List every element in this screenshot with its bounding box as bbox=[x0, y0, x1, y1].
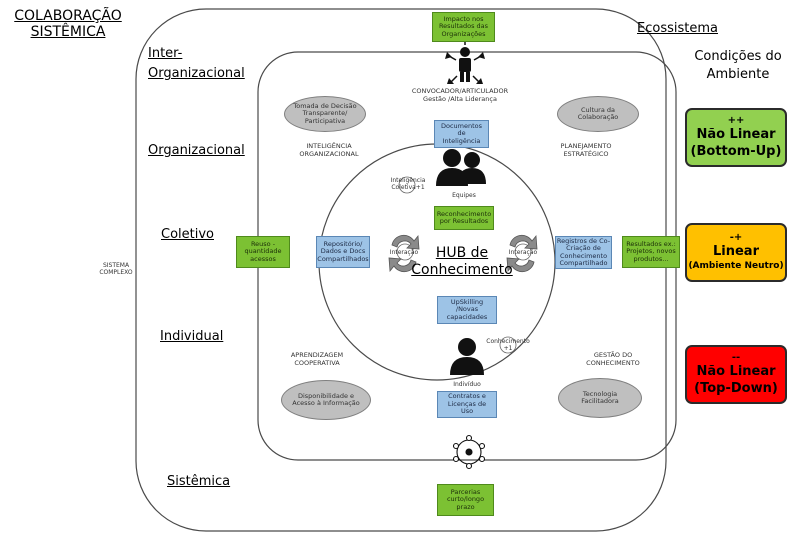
box-partnerships: Parcerias curto/longo prazo bbox=[437, 484, 494, 516]
page-title: COLABORAÇÃO SISTÊMICA bbox=[6, 8, 130, 40]
conditions-title-line1: Condições do bbox=[694, 49, 782, 64]
condition-line1: Não Linear bbox=[696, 127, 776, 142]
network-icon bbox=[452, 434, 486, 470]
individual-icon bbox=[450, 338, 484, 375]
condition-line2: (Top-Down) bbox=[694, 381, 778, 396]
level-organizational: Organizacional bbox=[148, 143, 245, 158]
knowledge-plus-marker bbox=[499, 336, 517, 354]
oval-technology: Tecnologia Facilitadora bbox=[558, 378, 642, 418]
hub-line1: HUB de bbox=[435, 245, 489, 261]
interaction-left-marker bbox=[396, 243, 414, 261]
condition-line1: Linear bbox=[713, 244, 759, 259]
knowledge-plus-line1: Conhecimento bbox=[486, 338, 530, 345]
box-contracts: Contratos e Licenças de Uso bbox=[437, 391, 497, 418]
title-line2: SISTÊMICA bbox=[30, 24, 106, 40]
collective-intel-label: Inteligência Coletiva+1 bbox=[385, 177, 431, 191]
teams-icon bbox=[436, 149, 486, 186]
box-intel-docs: Documentos de Inteligência bbox=[434, 120, 489, 148]
collective-intel-line1: Inteligência bbox=[390, 177, 426, 184]
box-recognition: Reconhecimento por Resultados bbox=[434, 206, 494, 230]
convener-line1: CONVOCADOR/ARTICULADOR bbox=[411, 87, 509, 95]
label-learning: APRENDIZAGEM COOPERATIVA bbox=[290, 351, 344, 367]
hub-line2: Conhecimento bbox=[411, 262, 513, 278]
cycle-icon-right bbox=[506, 234, 538, 273]
box-upskilling: UpSkilling /Novas capacidades bbox=[437, 296, 497, 324]
box-results: Resultados ex.: Projetos, novos produtos… bbox=[622, 236, 680, 268]
condition-card-top-down: -- Não Linear (Top-Down) bbox=[685, 345, 787, 404]
condition-sign: ++ bbox=[727, 115, 745, 126]
box-repository: Repositório/ Dados e Docs Compartilhados bbox=[316, 236, 370, 268]
oval-culture: Cultura da Colaboração bbox=[557, 96, 639, 132]
convener-icon bbox=[445, 35, 485, 84]
individual-label: Indivíduo bbox=[453, 381, 481, 388]
cycle-icon-left bbox=[388, 234, 420, 273]
complex-system-label: SISTEMA COMPLEXO bbox=[88, 262, 144, 276]
label-knowledge-mgmt: GESTÃO DO CONHECIMENTO bbox=[586, 351, 640, 367]
level-systemic: Sistêmica bbox=[167, 474, 231, 489]
teams-label: Equipes bbox=[452, 192, 476, 199]
level-inter-line1: Inter- bbox=[148, 46, 183, 61]
conditions-title: Condições do Ambiente bbox=[680, 48, 796, 84]
box-cocreation: Registros de Co-Criação de Conhecimento … bbox=[555, 236, 612, 269]
level-individual: Individual bbox=[160, 329, 224, 344]
knowledge-plus-line2: +1 bbox=[503, 345, 513, 352]
convener-line2: Gestão /Alta Liderança bbox=[423, 94, 497, 103]
level-inter-organizational: Inter- Organizacional bbox=[148, 44, 245, 84]
level-collective: Coletivo bbox=[161, 227, 214, 242]
complex-system-line1: SISTEMA bbox=[102, 262, 130, 269]
impact-box: Impacto nos Resultados das Organizações bbox=[432, 12, 495, 42]
collective-intel-line2: Coletiva+1 bbox=[391, 184, 425, 191]
condition-card-bottom-up: ++ Não Linear (Bottom-Up) bbox=[685, 108, 787, 167]
condition-card-neutral: -+ Linear (Ambiente Neutro) bbox=[685, 223, 787, 282]
collective-intel-marker bbox=[398, 176, 416, 194]
label-intelligence: INTELIGÊNCIA ORGANIZACIONAL bbox=[299, 142, 359, 158]
conditions-title-line2: Ambiente bbox=[706, 67, 770, 82]
condition-line2: (Ambiente Neutro) bbox=[688, 261, 784, 271]
interaction-left-label: Interação bbox=[389, 249, 419, 256]
oval-availability: Disponibilidade e Acesso à Informação bbox=[281, 380, 371, 420]
interaction-right-marker bbox=[514, 243, 532, 261]
condition-line2: (Bottom-Up) bbox=[690, 144, 782, 159]
box-reuse: Reuso - quantidade acessos bbox=[236, 236, 290, 268]
interaction-right-label: Interação bbox=[508, 249, 538, 256]
complex-system-line2: COMPLEXO bbox=[99, 269, 133, 276]
level-inter-line2: Organizacional bbox=[148, 66, 245, 81]
ecosystem-label: Ecossistema bbox=[637, 21, 718, 36]
label-planning: PLANEJAMENTO ESTRATÉGICO bbox=[560, 142, 612, 158]
condition-line1: Não Linear bbox=[696, 364, 776, 379]
knowledge-plus-label: Conhecimento +1 bbox=[484, 338, 532, 352]
oval-decision: Tomada de Decisão Transparente/ Particip… bbox=[284, 96, 366, 132]
ecosystem-frame bbox=[135, 8, 667, 532]
condition-sign: -- bbox=[731, 352, 741, 363]
title-line1: COLABORAÇÃO bbox=[14, 8, 122, 24]
convener-label: CONVOCADOR/ARTICULADOR Gestão /Alta Lide… bbox=[398, 87, 522, 103]
condition-sign: -+ bbox=[729, 232, 743, 243]
hub-label: HUB de Conhecimento bbox=[400, 245, 524, 279]
